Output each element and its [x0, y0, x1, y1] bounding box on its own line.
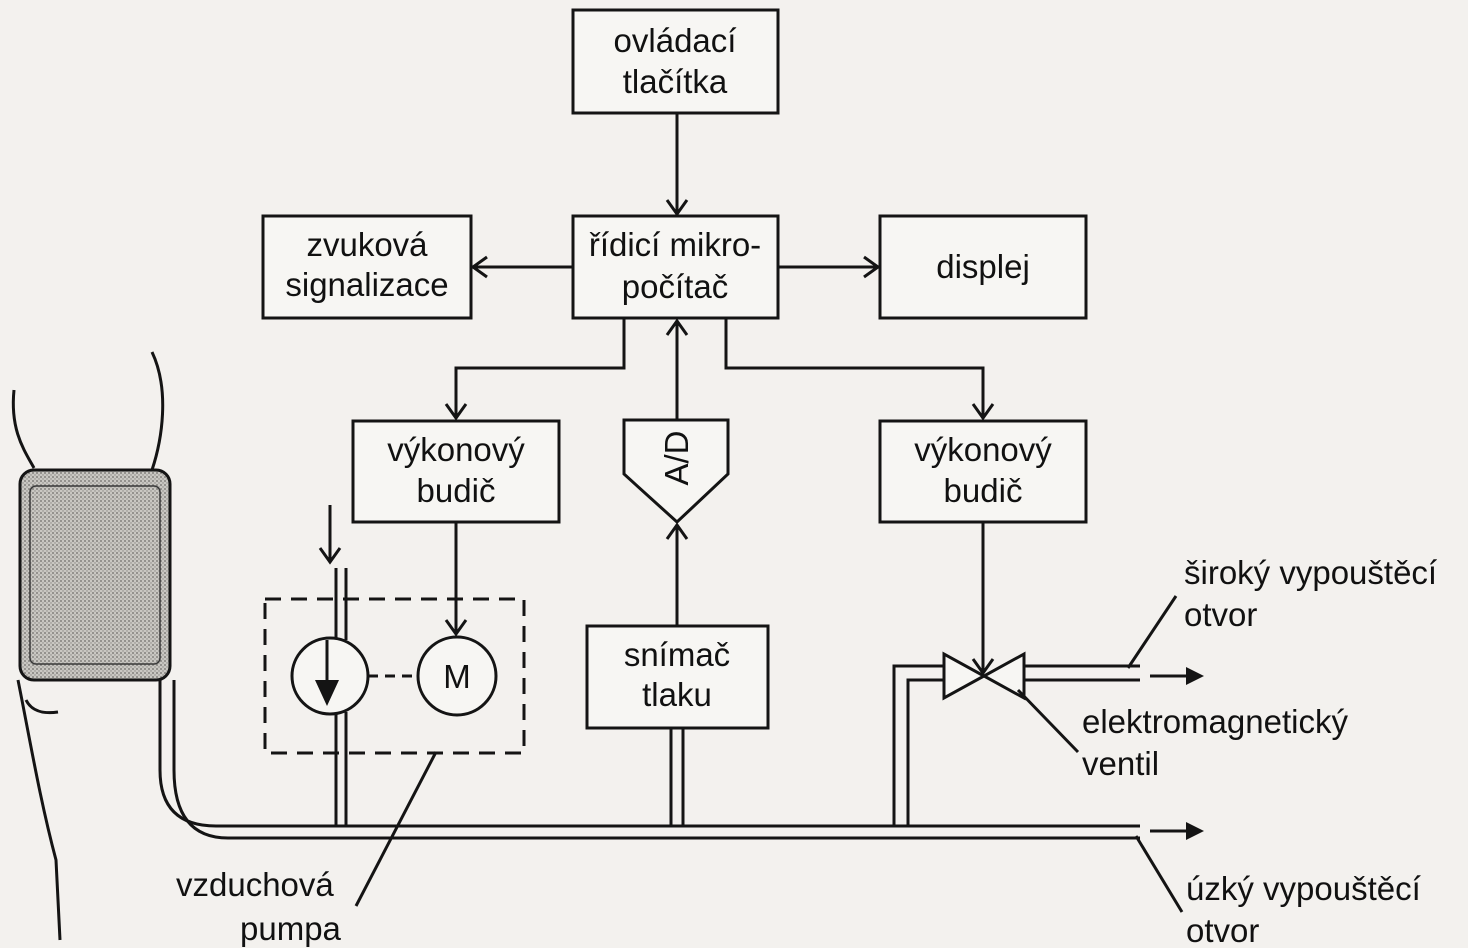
callout-labels: široký vypouštěcí otvor elektromagnetick… [176, 554, 1437, 948]
mcu-to-right-driver-arrow-icon [971, 403, 995, 421]
valve-right-triangle [980, 651, 1026, 701]
buzzer-label-2: signalizace [285, 266, 448, 303]
block-buzzer: zvuková signalizace [261, 214, 473, 320]
pump-leader [354, 751, 438, 907]
sensor-to-adc-arrow-icon [665, 522, 689, 540]
pressure-cuff [18, 468, 172, 682]
narrow-outlet-arrow-icon [1186, 822, 1204, 840]
mcu-label-1: řídicí mikro- [589, 226, 761, 263]
solenoid-valve [942, 651, 1026, 701]
pump-label-1: vzduchová [176, 866, 334, 903]
motor-circle [416, 635, 498, 717]
valve-tube-outer [892, 664, 944, 826]
block-display: displej [878, 214, 1088, 320]
valve-label-2: ventil [1082, 745, 1159, 782]
driver-to-valve-arrow-icon [971, 658, 995, 676]
mcu-to-buzzer-arrow-icon [470, 255, 488, 279]
mcu-to-left-driver-arrow-icon [444, 403, 468, 421]
pump-label-2: pumpa [240, 910, 342, 947]
motor-label: M [443, 658, 471, 695]
wide-outlet-label-1: široký vypouštěcí [1184, 554, 1437, 591]
block-controls: ovládací tlačítka [571, 8, 780, 115]
valve-tube-inner [906, 678, 944, 826]
block-driver-left: výkonový budič [351, 419, 561, 524]
arm-outline-left [11, 389, 36, 469]
controls-to-mcu-arrow-icon [665, 199, 689, 217]
forearm-crease [24, 699, 59, 715]
sensor-label-1: snímač [624, 636, 730, 673]
air-intake-arrow-icon [318, 547, 342, 565]
adc-shape [622, 418, 730, 525]
signal-lines [318, 113, 1204, 840]
display-box [878, 214, 1088, 320]
buzzer-box [261, 214, 473, 320]
driver-left-label-2: budič [417, 472, 496, 509]
narrow-outlet-label-2: otvor [1186, 912, 1259, 948]
controls-label-2: tlačítka [623, 63, 728, 100]
sensor-label-2: tlaku [642, 676, 712, 713]
forearm-outline [16, 679, 62, 941]
driver-right-label-2: budič [944, 472, 1023, 509]
cuff-inner-band [29, 485, 161, 665]
controls-label-1: ovládací [614, 22, 737, 59]
valve-label-1: elektromagnetický [1082, 703, 1348, 740]
wide-outlet-label-2: otvor [1184, 596, 1257, 633]
arm-outline-right [150, 351, 165, 471]
mcu-to-display-arrow-icon [863, 255, 881, 279]
driver-to-motor-arrow-icon [444, 619, 468, 637]
adc-to-mcu-arrow-icon [665, 318, 689, 336]
main-tube-bottom [172, 680, 1140, 840]
block-sensor: snímač tlaku [585, 624, 770, 730]
leader-lines [354, 595, 1184, 913]
valve-left-triangle [942, 651, 988, 701]
driver-left-box [351, 419, 561, 524]
buzzer-label-1: zvuková [306, 226, 428, 263]
wide-outlet-arrow-icon [1186, 667, 1204, 685]
block-microcomputer: řídicí mikro- počítač [571, 214, 780, 320]
driver-right-label-1: výkonový [914, 431, 1052, 468]
main-tube-top [158, 680, 1140, 828]
mcu-to-left-driver-line [454, 318, 626, 418]
mcu-to-right-driver-line [724, 318, 985, 418]
display-label: displej [936, 248, 1030, 285]
block-driver-right: výkonový budič [878, 419, 1088, 524]
mcu-box [571, 214, 780, 320]
pump-circle [290, 636, 370, 716]
block-adc: A/D [622, 418, 730, 525]
arm-with-cuff [11, 351, 172, 941]
pump-flow-arrow-icon [315, 680, 339, 706]
wide-outlet-leader [1126, 595, 1178, 669]
narrow-outlet-label-1: úzký vypouštěcí [1186, 870, 1421, 907]
driver-left-label-1: výkonový [387, 431, 525, 468]
narrow-outlet-leader [1134, 835, 1184, 913]
mcu-label-2: počítač [622, 268, 728, 305]
adc-label: A/D [658, 430, 695, 485]
air-tubing [158, 568, 1140, 840]
valve-leader [1016, 688, 1080, 754]
pump-assembly: M [263, 597, 526, 755]
driver-right-box [878, 419, 1088, 524]
